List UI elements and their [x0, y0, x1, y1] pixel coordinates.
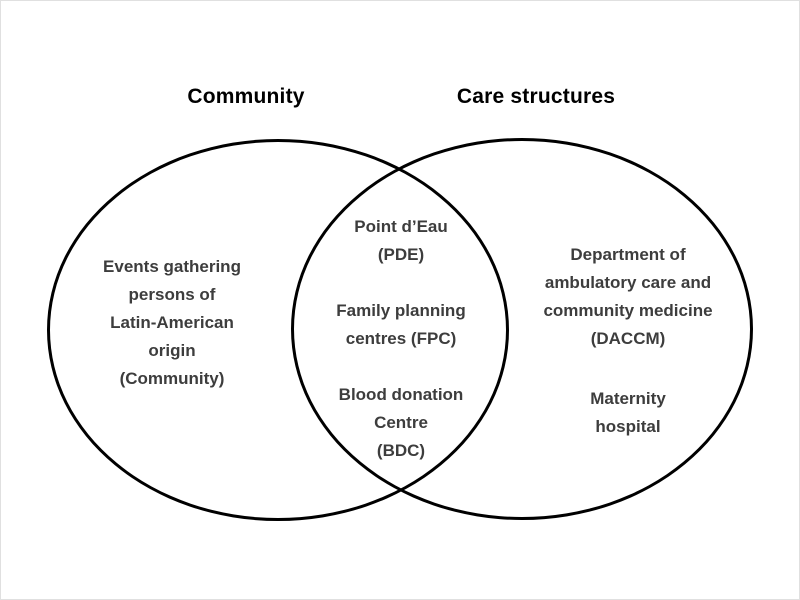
overlap-item-fpc: Family planning centres (FPC) — [336, 301, 466, 348]
community-zone-text: Events gathering persons of Latin-Americ… — [103, 257, 241, 388]
care-structures-item-daccm: Department of ambulatory care and commun… — [543, 245, 713, 348]
overlap-item-bdc: Blood donation Centre (BDC) — [338, 385, 464, 460]
overlap-item-pde: Point d’Eau (PDE) — [354, 217, 448, 264]
care-structures-item-maternity: Maternity hospital — [590, 389, 666, 436]
care-structures-circle — [291, 138, 753, 520]
care-structures-zone: Department of ambulatory care and commun… — [517, 241, 739, 441]
community-title: Community — [187, 85, 305, 108]
overlap-zone: Point d’Eau (PDE) Family planning centre… — [301, 213, 501, 465]
care-structures-title: Care structures — [456, 85, 616, 108]
